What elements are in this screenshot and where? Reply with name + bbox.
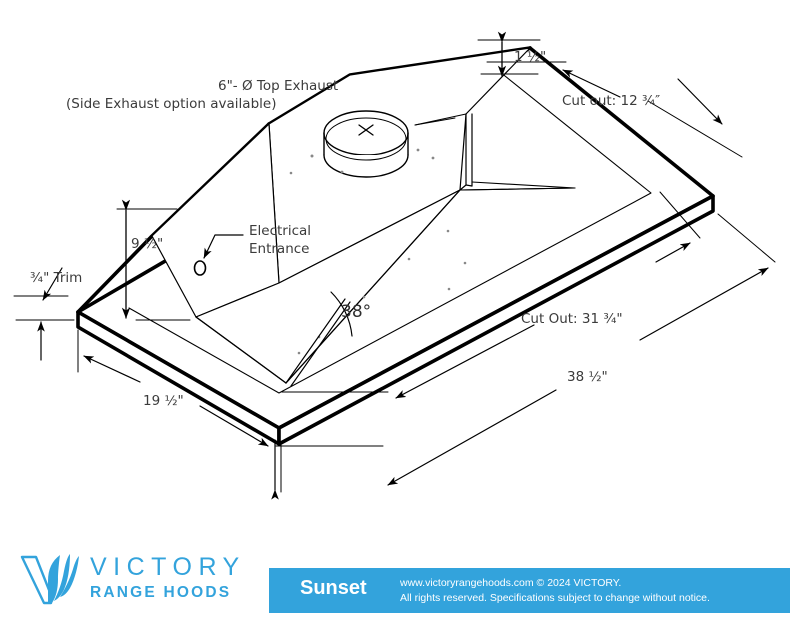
top-exhaust-collar bbox=[323, 110, 409, 178]
top-exhaust-note-line1: 6"- Ø Top Exhaust bbox=[218, 78, 338, 94]
dim-trim-leader bbox=[13, 267, 75, 361]
angle-indicator bbox=[285, 291, 353, 387]
electrical-entrance-hole bbox=[193, 260, 207, 276]
logo-brand-bottom: RANGE HOODS bbox=[90, 584, 232, 601]
model-name: Sunset bbox=[300, 577, 367, 599]
flange-thickness-label: 1 ½" bbox=[514, 49, 546, 65]
footer-info-bar: Sunset www.victoryrangehoods.com © 2024 … bbox=[269, 568, 790, 613]
victory-range-hoods-logo[interactable]: VICTORY RANGE HOODS bbox=[18, 553, 258, 609]
electrical-entrance-leader bbox=[203, 234, 244, 259]
dim-height-9-5 bbox=[116, 199, 191, 321]
dim-cutout-width bbox=[281, 191, 701, 399]
overall-depth-label: 19 ½" bbox=[143, 393, 184, 409]
electrical-entrance-label-line1: Electrical bbox=[249, 223, 311, 239]
dim-flange-1-5 bbox=[477, 31, 541, 77]
logo-brand-top: VICTORY bbox=[90, 553, 246, 581]
trim-label: ¾" Trim bbox=[30, 270, 82, 286]
cutout-depth-label: Cut out: 12 ¾″ bbox=[562, 93, 660, 109]
electrical-entrance-label-line2: Entrance bbox=[249, 241, 310, 257]
legal-text: www.victoryrangehoods.com © 2024 VICTORY… bbox=[400, 576, 710, 606]
logo-wordmark: VICTORY RANGE HOODS bbox=[90, 555, 260, 601]
victory-flame-v-icon bbox=[20, 554, 79, 605]
cutout-width-label: Cut Out: 31 ¾" bbox=[521, 311, 623, 327]
angle-label: 38° bbox=[341, 302, 371, 322]
dim-cutout-depth bbox=[486, 61, 743, 158]
dim-overall-depth bbox=[77, 329, 282, 500]
top-exhaust-note-line2: (Side Exhaust option available) bbox=[66, 96, 276, 112]
overall-width-label: 38 ½" bbox=[567, 369, 608, 385]
legal-line-1: www.victoryrangehoods.com © 2024 VICTORY… bbox=[400, 577, 622, 589]
dim-overall-width bbox=[275, 213, 776, 486]
range-hood-technical-drawing: 6"- Ø Top Exhaust (Side Exhaust option a… bbox=[13, 31, 776, 500]
height-label: 9 ½" bbox=[131, 236, 163, 252]
footer-bar: VICTORY RANGE HOODS Sunset www.victoryra… bbox=[0, 545, 794, 618]
legal-line-2: All rights reserved. Specifications subj… bbox=[400, 592, 710, 605]
